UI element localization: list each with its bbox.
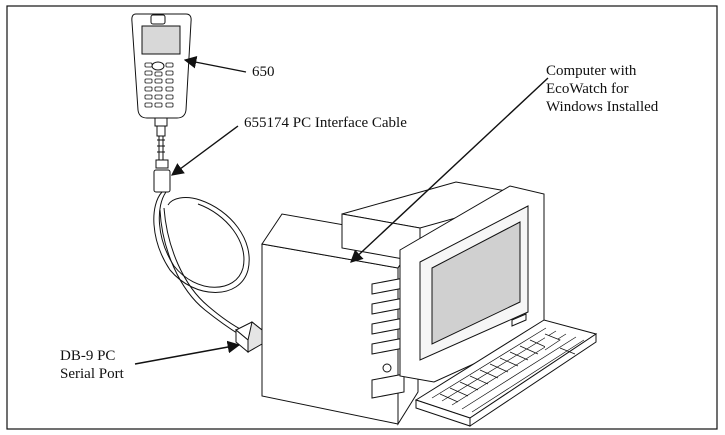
diagram-frame	[6, 5, 718, 430]
label-port-line-1: DB-9 PC	[60, 348, 116, 364]
monitor-screen	[431, 221, 521, 345]
label-computer-line-1: Computer with	[546, 63, 637, 79]
handheld-650-device	[131, 13, 192, 137]
callout-arrows	[134, 56, 549, 365]
arrow-650	[183, 56, 247, 73]
label-computer: Computer with EcoWatch for Windows Insta…	[546, 62, 658, 116]
label-650: 650	[252, 64, 275, 80]
computer-keyboard	[414, 319, 598, 427]
arrow-computer	[350, 77, 549, 263]
device-keypad	[144, 62, 174, 108]
computer-monitor	[341, 181, 545, 383]
arrow-port	[134, 340, 241, 365]
label-pc-interface-cable: 655174 PC Interface Cable	[244, 115, 407, 131]
db9-connector	[235, 321, 263, 354]
pc-interface-cable	[153, 136, 250, 336]
label-computer-line-2: EcoWatch for	[546, 81, 629, 97]
label-computer-line-3: Windows Installed	[546, 99, 659, 115]
arrow-cable	[170, 125, 239, 176]
label-port-line-2: Serial Port	[60, 366, 124, 382]
label-db9-serial-port: DB-9 PC Serial Port	[60, 347, 124, 383]
device-screen	[141, 25, 181, 55]
